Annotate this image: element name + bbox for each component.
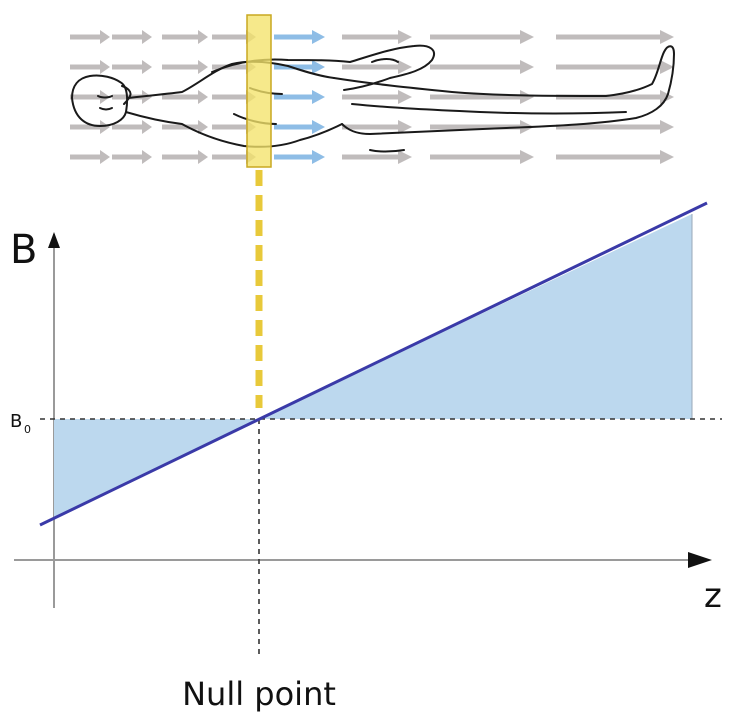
field-arrow-head (142, 60, 152, 74)
field-arrow-head (520, 90, 534, 104)
field-arrow-head (660, 30, 674, 44)
field-arrow-head (660, 60, 674, 74)
field-arrow-head (312, 150, 325, 164)
field-arrow-head (312, 30, 325, 44)
field-arrow-head (100, 60, 110, 74)
field-arrow-head (142, 150, 152, 164)
z-axis-arrowhead (688, 552, 712, 568)
patient-outline-icon (71, 44, 675, 153)
b-axis-arrowhead (48, 232, 60, 248)
field-arrow-head (520, 60, 534, 74)
field-arrow-head (100, 120, 110, 134)
field-arrow-head (100, 30, 110, 44)
field-arrow-head (198, 150, 208, 164)
field-arrow-head (520, 30, 534, 44)
field-arrow-head (398, 90, 412, 104)
field-arrow-head (312, 90, 325, 104)
field-arrow-head (312, 120, 325, 134)
field-arrow-head (198, 90, 208, 104)
b0-label-subscript: 0 (24, 423, 31, 436)
magnetic-field-arrows (70, 30, 674, 164)
field-arrow-head (520, 150, 534, 164)
field-arrow-head (660, 120, 674, 134)
field-arrow-head (142, 30, 152, 44)
field-arrow-head (198, 60, 208, 74)
b-axis-label: B (10, 227, 37, 273)
imaging-slice (246, 14, 272, 168)
gradient-line (39, 201, 708, 527)
field-arrow-head (398, 30, 412, 44)
field-arrow-head (100, 150, 110, 164)
b0-label-main: B (10, 411, 22, 432)
field-arrow-head (398, 150, 412, 164)
null-point-label: Null point (182, 675, 336, 713)
field-arrow-head (142, 90, 152, 104)
field-arrow-head (312, 60, 325, 74)
z-axis-label: z (704, 576, 722, 616)
field-arrow-head (660, 150, 674, 164)
field-arrow-head (198, 30, 208, 44)
field-arrow-head (398, 60, 412, 74)
field-arrow-head (398, 120, 412, 134)
field-arrow-head (142, 120, 152, 134)
field-arrow-head (198, 120, 208, 134)
